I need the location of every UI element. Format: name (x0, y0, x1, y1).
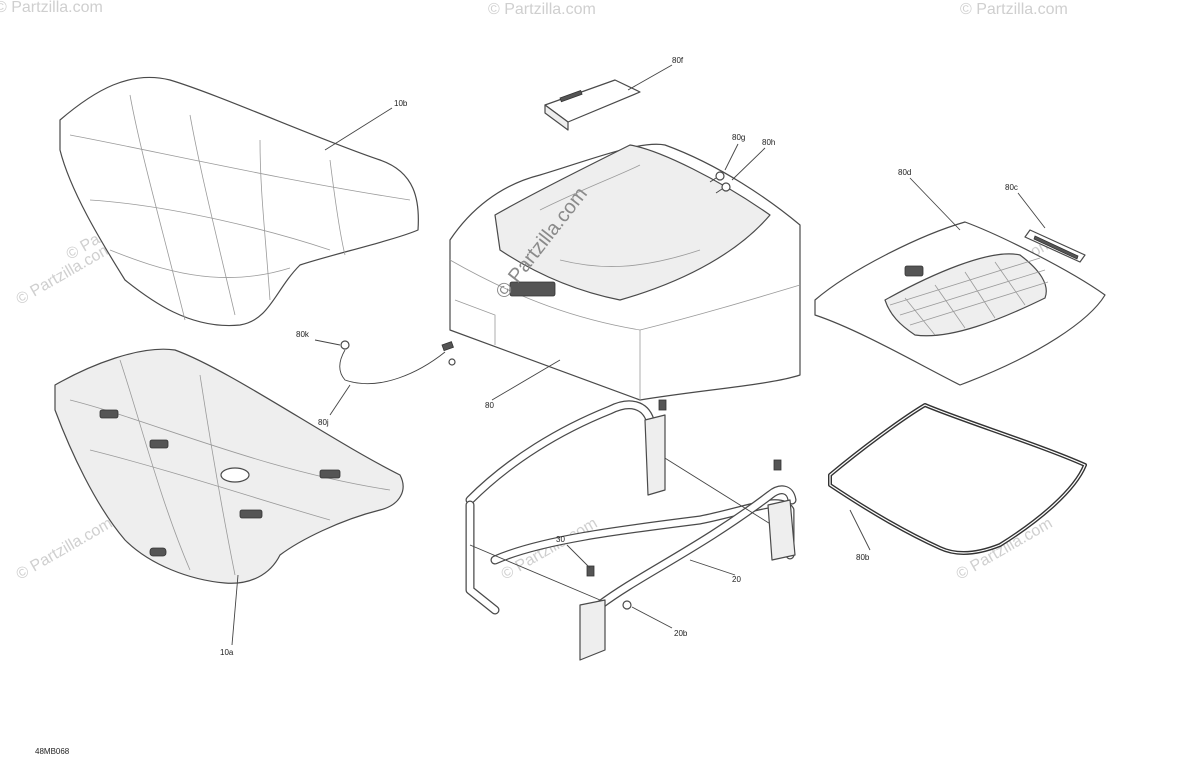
seat-base-10a[interactable] (54, 348, 404, 584)
leader-lines (231, 64, 1046, 646)
frame-20[interactable] (465, 400, 797, 661)
gasket-80b[interactable] (828, 403, 1087, 555)
callout-80j: 80j (318, 418, 329, 427)
latch-plate-80f[interactable] (544, 79, 641, 131)
bolts-30[interactable] (586, 399, 782, 577)
callout-80d: 80d (898, 168, 911, 177)
callout-10b: 10b (394, 99, 408, 108)
watermark-top-center: © Partzilla.com (488, 1, 596, 18)
callout-80: 80 (485, 401, 494, 410)
callout-80c: 80c (1005, 183, 1018, 192)
seat-cushion-10b[interactable] (59, 76, 419, 327)
callout-30: 30 (556, 535, 565, 544)
cable-80j[interactable] (339, 340, 456, 385)
lid-80d[interactable] (814, 221, 1106, 386)
fastener-80h[interactable] (715, 182, 731, 194)
callout-80k: 80k (296, 330, 310, 339)
callout-80h: 80h (762, 138, 775, 147)
clip-80c[interactable] (1024, 229, 1086, 263)
callout-80f: 80f (672, 56, 684, 65)
fastener-80g[interactable] (709, 171, 725, 183)
callout-80g: 80g (732, 133, 745, 142)
watermark-left-low: © Partzilla.com (14, 515, 116, 584)
nut-20b[interactable] (622, 600, 632, 610)
callout-20b: 20b (674, 629, 688, 638)
watermark-top-right: © Partzilla.com (960, 1, 1068, 18)
callout-80b: 80b (856, 553, 870, 562)
callout-labels: 10b 10a 80 80f 80g 80h 80d 80c 80k 80j 8… (220, 56, 1018, 657)
storage-box-80[interactable]: © Partzilla.com (449, 143, 801, 401)
diagram-id: 48MB068 (35, 747, 70, 756)
callout-10a: 10a (220, 648, 234, 657)
callout-20: 20 (732, 575, 741, 584)
watermark-right-low: © Partzilla.com (954, 515, 1056, 584)
watermark-top-left: © Partzilla.com (0, 0, 103, 16)
